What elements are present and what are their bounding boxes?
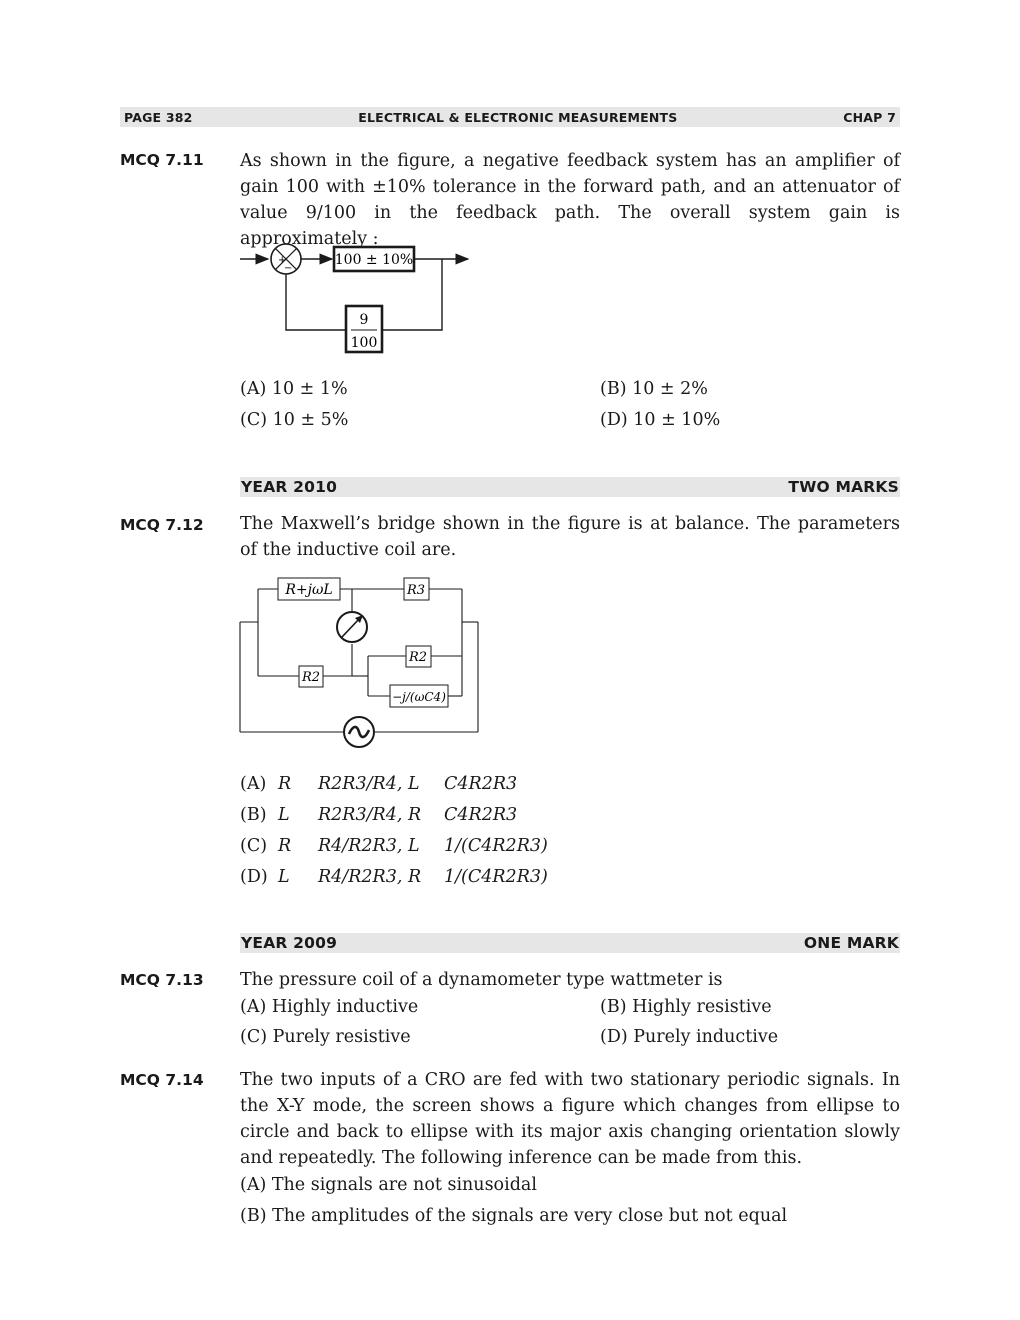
- option-d-7-13[interactable]: (D) Purely inductive: [600, 1027, 779, 1047]
- year-bar-2009: YEAR 2009 ONE MARK: [240, 933, 900, 953]
- question-number-7-11: MCQ 7.11: [120, 151, 204, 169]
- arm-r2-left-label: R2: [301, 670, 320, 685]
- arm-r2-right: [405, 645, 432, 668]
- arm-coil-impedance: [277, 577, 341, 601]
- feedback-system-diagram: + − 100 ± 10% 9 100: [240, 243, 470, 354]
- option-b-7-14[interactable]: (B) The amplitudes of the signals are ve…: [240, 1206, 788, 1226]
- year-label: YEAR 2009: [241, 934, 338, 952]
- arm-r3: [403, 577, 430, 601]
- attenuator-block: [344, 304, 384, 354]
- marks-label: TWO MARKS: [788, 478, 899, 496]
- attenuator-denominator: 100: [351, 335, 378, 351]
- arm-r2-right-label: R2: [408, 650, 427, 665]
- chapter-label: CHAP 7: [843, 109, 896, 125]
- book-title: ELECTRICAL & ELECTRONIC MEASUREMENTS: [358, 109, 678, 125]
- option-d-7-11[interactable]: (D) 10 ± 10%: [600, 410, 721, 430]
- amplifier-block: [332, 245, 416, 273]
- arm-capacitor: [389, 684, 449, 708]
- amplifier-gain-label: 100 ± 10%: [335, 252, 413, 268]
- option-c-7-13[interactable]: (C) Purely resistive: [240, 1027, 411, 1047]
- year-bar-2010: YEAR 2010 TWO MARKS: [240, 477, 900, 497]
- arm-r2-left: [298, 665, 324, 688]
- summing-junction: + −: [270, 243, 302, 275]
- option-a-7-14[interactable]: (A) The signals are not sinusoidal: [240, 1175, 537, 1195]
- question-number-7-14: MCQ 7.14: [120, 1071, 204, 1089]
- option-a-7-11[interactable]: (A) 10 ± 1%: [240, 379, 348, 399]
- maxwell-bridge-diagram: R+jωL R3 R2 R2 −j/(ωC4): [239, 577, 479, 748]
- option-b-7-11[interactable]: (B) 10 ± 2%: [600, 379, 708, 399]
- question-text-7-13: The pressure coil of a dynamometer type …: [240, 970, 723, 990]
- question-text-7-12: The Maxwell’s bridge shown in the figure…: [240, 514, 900, 560]
- arm-capacitor-label: −j/(ωC4): [392, 690, 446, 704]
- attenuator-numerator: 9: [360, 312, 369, 328]
- option-c-7-11[interactable]: (C) 10 ± 5%: [240, 410, 349, 430]
- question-text-7-11: As shown in the figure, a negative feedb…: [240, 151, 900, 249]
- galvanometer-icon: [336, 611, 368, 643]
- ac-source-icon: [343, 716, 375, 748]
- arm-coil-label: R+jωL: [284, 582, 332, 598]
- question-number-7-12: MCQ 7.12: [120, 516, 204, 534]
- page-header: PAGE 382 ELECTRICAL & ELECTRONIC MEASURE…: [120, 107, 900, 127]
- option-b-7-13[interactable]: (B) Highly resistive: [600, 997, 772, 1017]
- question-number-7-13: MCQ 7.13: [120, 971, 204, 989]
- sum-minus-sign: −: [284, 263, 292, 274]
- page-number: PAGE 382: [124, 109, 193, 125]
- marks-label: ONE MARK: [803, 934, 899, 952]
- arm-r3-label: R3: [406, 583, 425, 598]
- question-text-7-14: The two inputs of a CRO are fed with two…: [240, 1070, 900, 1168]
- option-a-7-13[interactable]: (A) Highly inductive: [240, 997, 419, 1017]
- year-label: YEAR 2010: [241, 478, 338, 496]
- sum-plus-sign: +: [278, 255, 286, 266]
